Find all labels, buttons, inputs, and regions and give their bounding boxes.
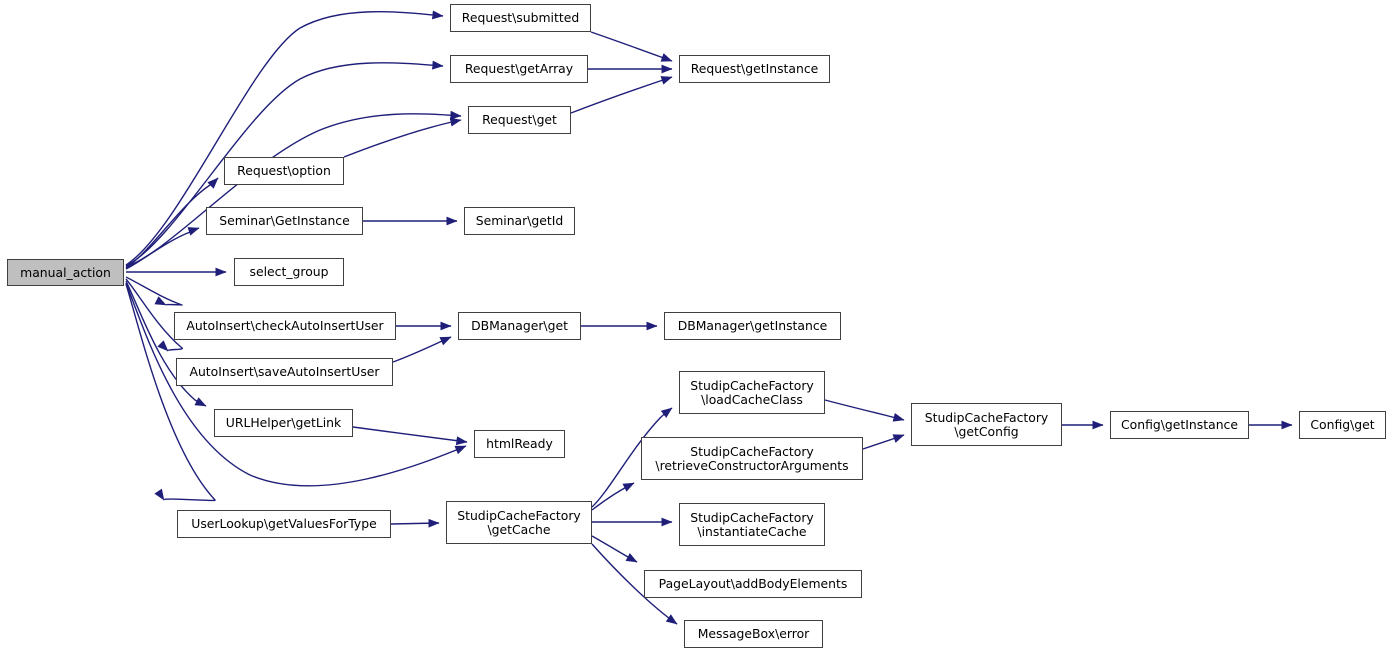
graph-node-label: Seminar\GetInstance: [219, 213, 350, 228]
graph-node-label: PageLayout\addBodyElements: [658, 576, 848, 591]
graph-node-pl_addbody[interactable]: PageLayout\addBodyElements: [644, 570, 862, 598]
graph-node-label: Request\getInstance: [690, 61, 819, 76]
graph-node-label: htmlReady: [486, 436, 553, 451]
graph-node-label: Request\submitted: [461, 10, 580, 25]
graph-node-label: DBManager\getInstance: [677, 318, 828, 333]
graph-node-label: DBManager\get: [471, 318, 568, 333]
graph-node-req_submitted[interactable]: Request\submitted: [450, 4, 591, 32]
edge-manual_action-to-req_option: [125, 177, 219, 269]
edge-req_option-to-req_get: [343, 117, 462, 158]
graph-node-manual_action[interactable]: manual_action: [7, 259, 124, 286]
graph-node-scf_getcache[interactable]: StudipCacheFactory \getCache: [446, 501, 592, 544]
edge-url_getlink-to-htmlready: [352, 426, 468, 446]
graph-node-cfg_get[interactable]: Config\get: [1299, 411, 1386, 439]
edge-scf_loadcacheclass-to-scf_getconfig: [824, 399, 905, 422]
graph-node-ai_save[interactable]: AutoInsert\saveAutoInsertUser: [176, 358, 393, 386]
graph-node-ai_check[interactable]: AutoInsert\checkAutoInsertUser: [174, 312, 396, 340]
edge-manual_action-to-url_getlink: [125, 280, 207, 407]
graph-node-msgbox_error[interactable]: MessageBox\error: [684, 620, 823, 648]
graph-node-sem_getinstance[interactable]: Seminar\GetInstance: [206, 207, 363, 235]
graph-node-sem_getid[interactable]: Seminar\getId: [464, 207, 575, 235]
edge-ul_getvalues-to-scf_getcache: [390, 518, 440, 528]
graph-node-select_group[interactable]: select_group: [234, 258, 344, 286]
graph-node-label: UserLookup\getValuesForType: [191, 516, 377, 531]
graph-node-label: MessageBox\error: [697, 626, 810, 641]
graph-node-label: StudipCacheFactory \getCache: [457, 507, 581, 537]
graph-node-label: StudipCacheFactory \instantiateCache: [690, 509, 814, 539]
graph-node-label: StudipCacheFactory \loadCacheClass: [690, 377, 814, 407]
graph-node-req_getArray[interactable]: Request\getArray: [450, 55, 588, 83]
graph-node-req_option[interactable]: Request\option: [224, 157, 344, 185]
graph-node-label: Config\getInstance: [1121, 417, 1238, 432]
edge-req_submitted-to-req_getInstance: [590, 31, 673, 62]
graph-node-label: StudipCacheFactory \retrieveConstructorA…: [655, 443, 849, 473]
graph-node-label: Request\option: [237, 163, 331, 178]
graph-node-label: AutoInsert\checkAutoInsertUser: [186, 318, 384, 333]
graph-node-label: select_group: [249, 264, 329, 279]
graph-node-ul_getvalues[interactable]: UserLookup\getValuesForType: [177, 510, 391, 538]
graph-node-req_getInstance[interactable]: Request\getInstance: [679, 55, 830, 83]
graph-node-label: Seminar\getId: [475, 213, 564, 228]
graph-node-dbm_get[interactable]: DBManager\get: [458, 312, 581, 340]
graph-node-cfg_getinstance[interactable]: Config\getInstance: [1110, 411, 1249, 439]
edge-scf_getcache-to-pl_addbody: [591, 535, 638, 563]
graph-node-url_getlink[interactable]: URLHelper\getLink: [214, 409, 353, 437]
edge-manual_action-to-sem_getinstance: [125, 227, 200, 270]
graph-node-label: manual_action: [20, 264, 111, 280]
edge-scf_retrieve-to-scf_getconfig: [862, 434, 905, 450]
graph-node-label: URLHelper\getLink: [225, 415, 342, 430]
edge-manual_action-to-req_get: [125, 110, 462, 268]
graph-node-scf_instantiate[interactable]: StudipCacheFactory \instantiateCache: [679, 503, 825, 546]
graph-node-req_get[interactable]: Request\get: [468, 106, 571, 134]
graph-node-label: Request\get: [482, 112, 557, 127]
graph-node-scf_loadcacheclass[interactable]: StudipCacheFactory \loadCacheClass: [679, 371, 825, 414]
edge-ai_save-to-dbm_get: [392, 336, 452, 363]
graph-node-label: StudipCacheFactory \getConfig: [924, 409, 1049, 439]
graph-node-label: Config\get: [1310, 417, 1375, 432]
edge-scf_getcache-to-scf_retrieve: [591, 482, 635, 511]
graph-node-label: AutoInsert\saveAutoInsertUser: [189, 364, 380, 379]
graph-node-htmlready[interactable]: htmlReady: [474, 430, 565, 458]
edge-manual_action-to-ai_check: [125, 276, 183, 306]
graph-node-label: Request\getArray: [464, 61, 574, 76]
graph-node-dbm_getinstance[interactable]: DBManager\getInstance: [664, 312, 841, 340]
graph-node-scf_retrieve[interactable]: StudipCacheFactory \retrieveConstructorA…: [641, 437, 863, 480]
graph-node-scf_getconfig[interactable]: StudipCacheFactory \getConfig: [911, 403, 1062, 446]
